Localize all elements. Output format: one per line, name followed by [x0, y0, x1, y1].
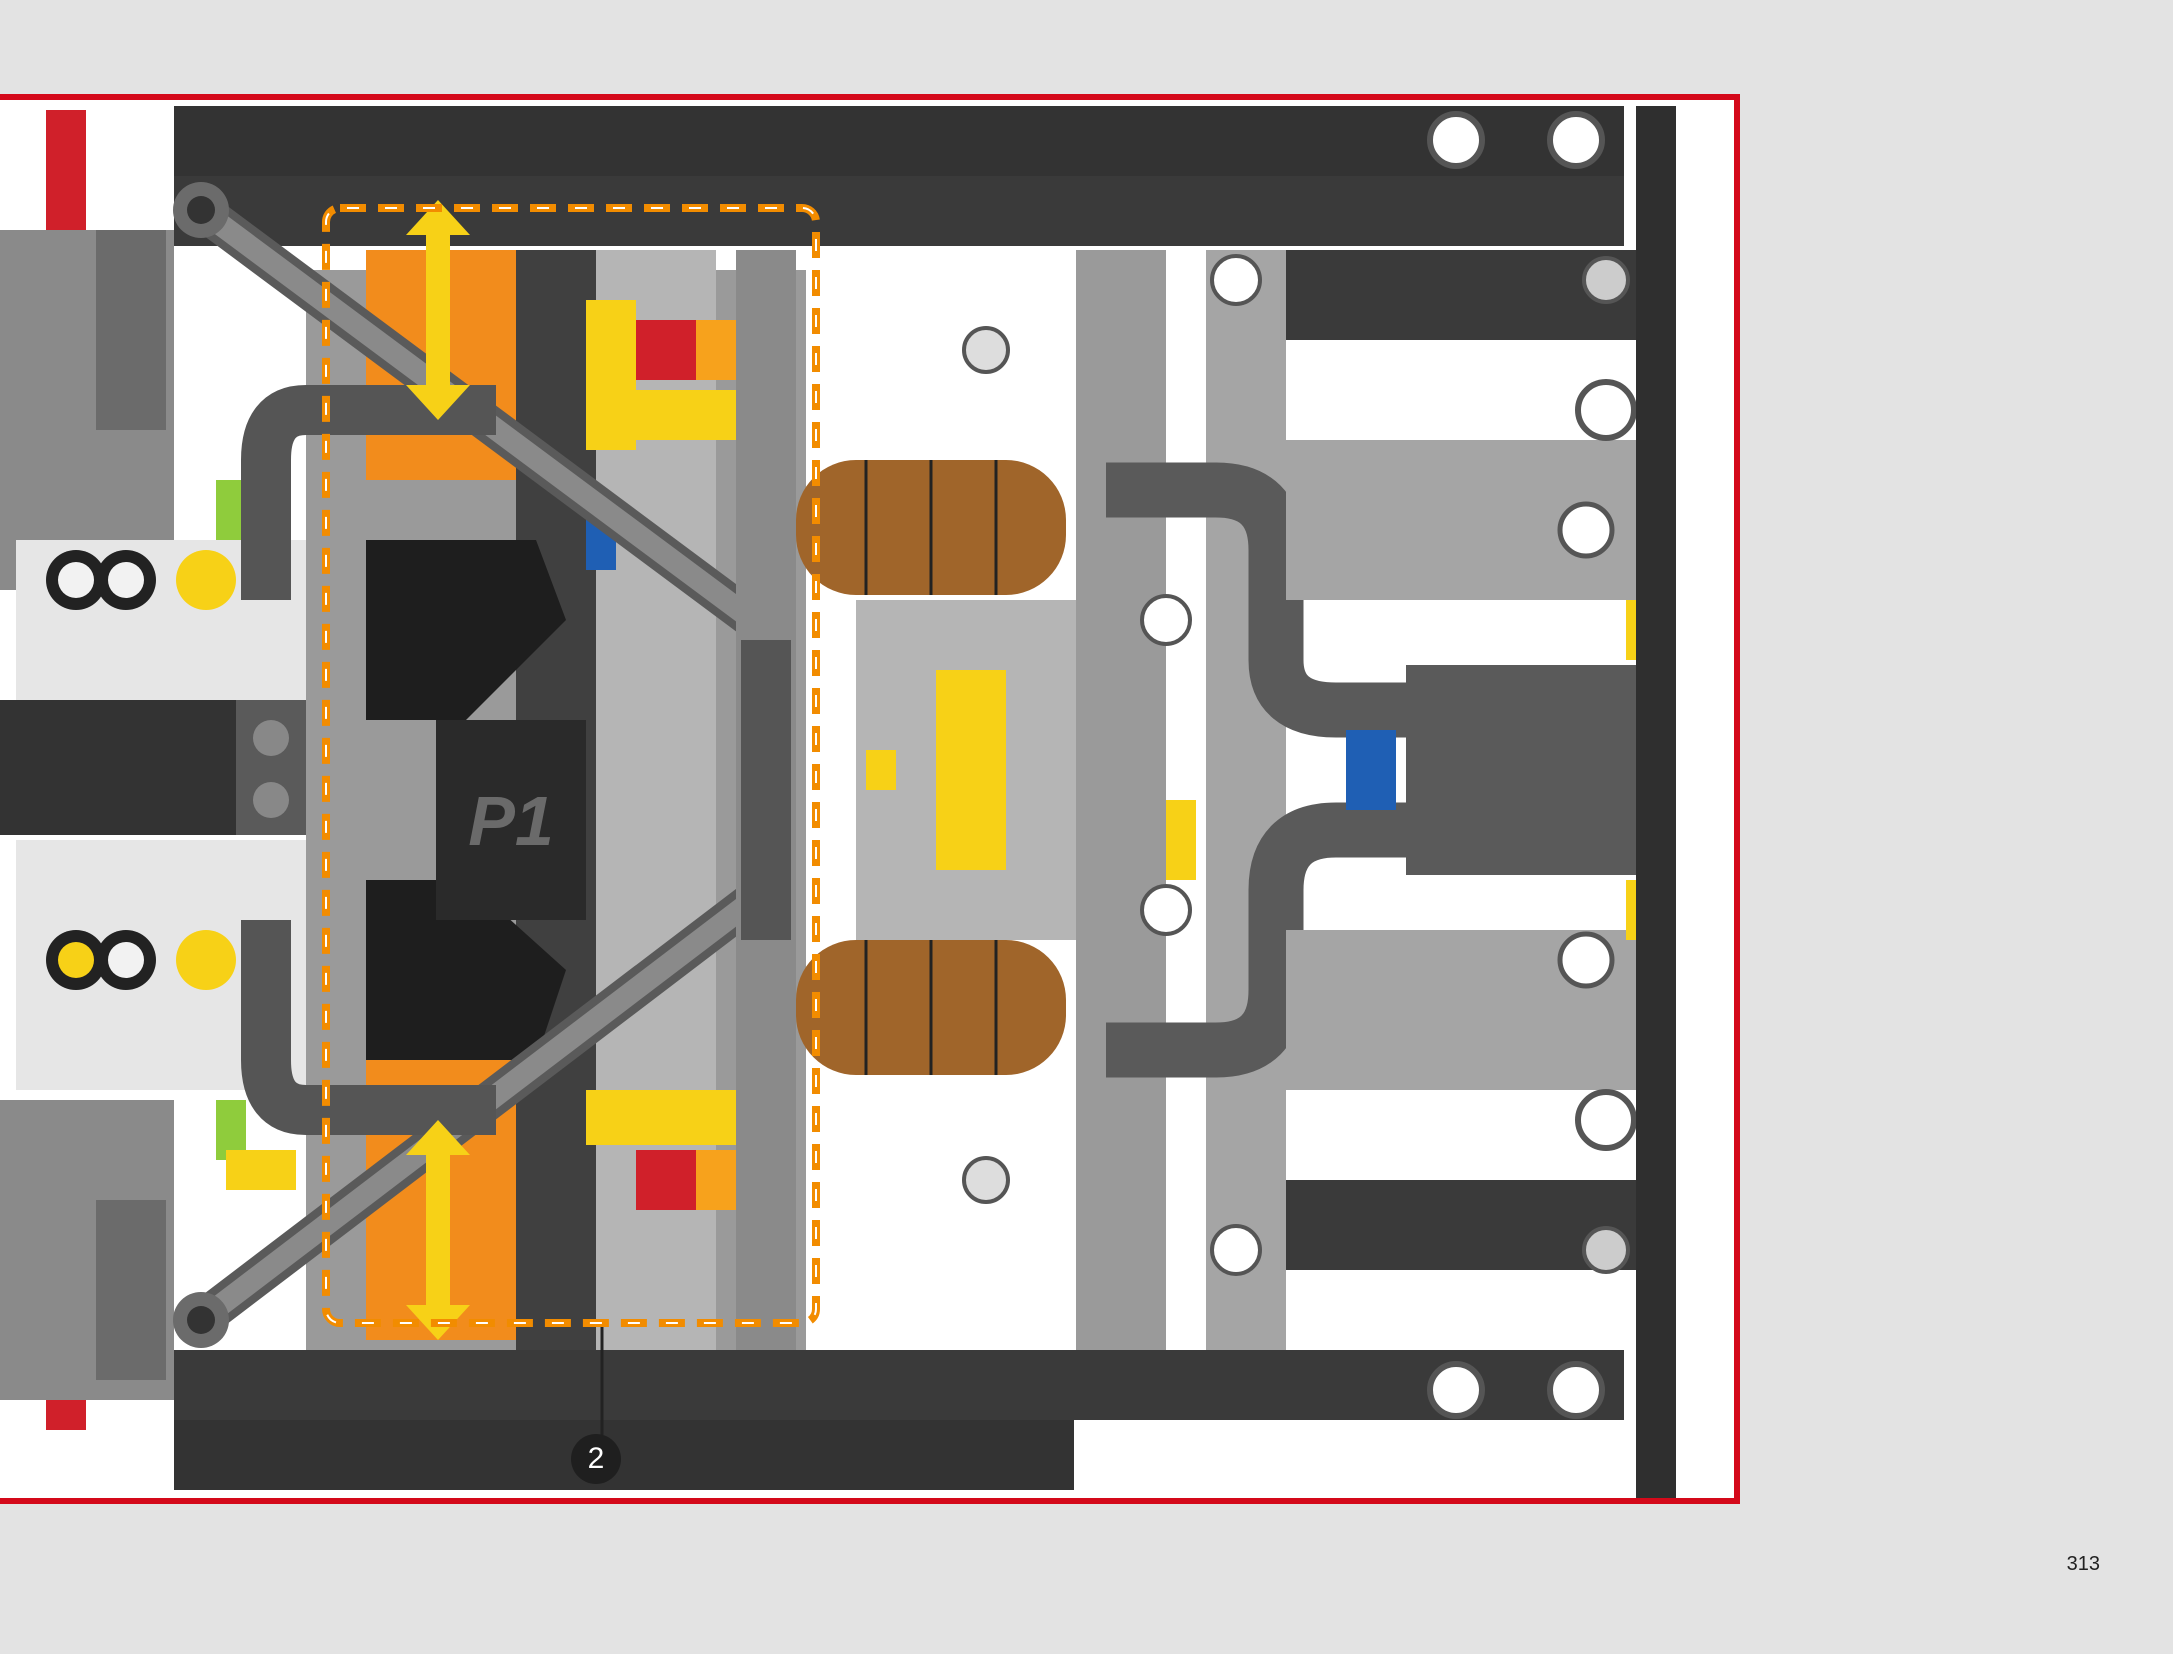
top-beam	[174, 106, 1624, 176]
move-arrow-top	[406, 200, 470, 420]
exhaust-muffler	[1406, 665, 1676, 875]
exhaust-pipe-left-bottom	[241, 920, 496, 1135]
bottom-beam	[174, 1350, 1624, 1420]
chevron-bottom	[366, 880, 566, 1060]
exhaust-pipe-left-top	[241, 385, 496, 600]
chevron-top	[366, 540, 566, 720]
step-callout-badge: 2	[571, 1434, 621, 1484]
step-illustration-frame: P1	[0, 94, 1740, 1504]
exhaust-pipe-right-bottom	[1106, 802, 1416, 1078]
logo-plate	[436, 720, 586, 920]
p1-logo: P1	[468, 782, 554, 860]
bottom-beam-2	[174, 1420, 1074, 1490]
page-number: 313	[2066, 1553, 2100, 1575]
lego-engine-illustration: P1	[0, 100, 1734, 1498]
callout-box	[322, 204, 820, 1327]
exhaust-pipe-right-top	[1106, 462, 1416, 738]
move-arrow-bottom	[406, 1120, 470, 1340]
